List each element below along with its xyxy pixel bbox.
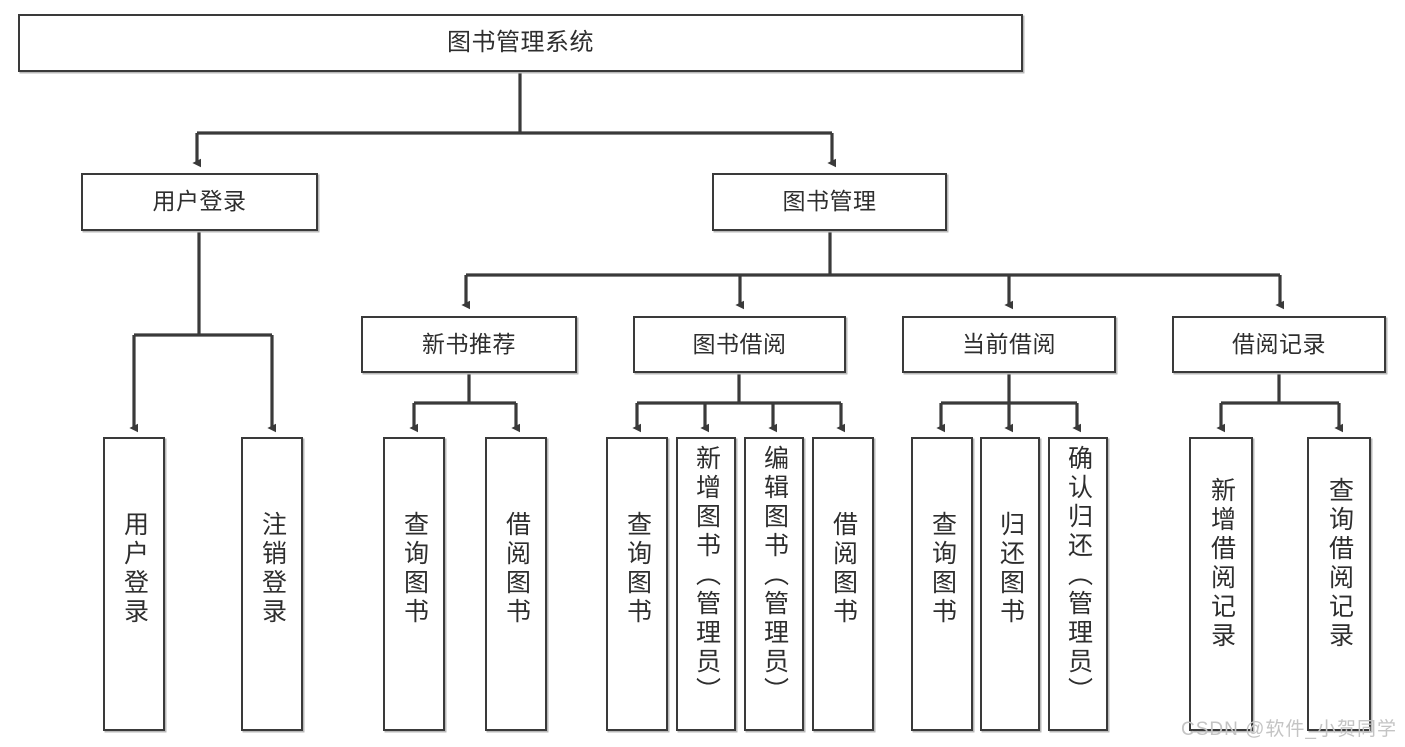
node-label: 查询借阅记录 xyxy=(1325,477,1354,651)
leaf-borrow-book-2[interactable]: 借阅图书 xyxy=(812,437,874,731)
leaf-query-borrow-record[interactable]: 查询借阅记录 xyxy=(1307,437,1371,731)
node-label: 新增借阅记录 xyxy=(1207,477,1236,651)
node-label: 确认归还（管理员） xyxy=(1064,445,1093,706)
node-label: 借阅记录 xyxy=(1232,330,1326,357)
leaf-query-book-1[interactable]: 查询图书 xyxy=(383,437,445,731)
leaf-user-login[interactable]: 用户登录 xyxy=(103,437,165,731)
leaf-add-book-admin[interactable]: 新增图书（管理员） xyxy=(676,437,736,731)
node-label: 新增图书（管理员） xyxy=(692,445,721,706)
node-book-borrow[interactable]: 图书借阅 xyxy=(633,316,846,373)
node-label: 用户登录 xyxy=(152,188,247,215)
node-label: 图书管理系统 xyxy=(447,28,594,56)
node-label: 编辑图书（管理员） xyxy=(760,445,789,706)
node-label: 查询图书 xyxy=(928,511,957,627)
node-label: 当前借阅 xyxy=(962,330,1056,357)
node-current-borrow[interactable]: 当前借阅 xyxy=(902,316,1116,373)
leaf-query-book-2[interactable]: 查询图书 xyxy=(606,437,668,731)
leaf-query-book-3[interactable]: 查询图书 xyxy=(911,437,973,731)
node-book-management[interactable]: 图书管理 xyxy=(712,173,947,231)
leaf-edit-book-admin[interactable]: 编辑图书（管理员） xyxy=(744,437,804,731)
node-label: 用户登录 xyxy=(120,511,149,627)
node-label: 查询图书 xyxy=(400,511,429,627)
node-new-book-recommend[interactable]: 新书推荐 xyxy=(361,316,577,373)
leaf-add-borrow-record[interactable]: 新增借阅记录 xyxy=(1189,437,1253,731)
node-label: 新书推荐 xyxy=(422,330,516,357)
node-label: 借阅图书 xyxy=(502,511,531,627)
node-label: 归还图书 xyxy=(996,511,1025,627)
node-label: 借阅图书 xyxy=(829,511,858,627)
leaf-confirm-return-admin[interactable]: 确认归还（管理员） xyxy=(1048,437,1108,731)
leaf-return-book[interactable]: 归还图书 xyxy=(980,437,1040,731)
node-user-login[interactable]: 用户登录 xyxy=(81,173,318,231)
node-label: 图书借阅 xyxy=(692,330,787,357)
node-label: 注销登录 xyxy=(258,511,287,627)
node-label: 查询图书 xyxy=(623,511,652,627)
leaf-borrow-book-1[interactable]: 借阅图书 xyxy=(485,437,547,731)
leaf-logout-login[interactable]: 注销登录 xyxy=(241,437,303,731)
node-root-system[interactable]: 图书管理系统 xyxy=(18,14,1023,72)
node-label: 图书管理 xyxy=(782,188,877,215)
csdn-watermark: CSDN @软件_小贺同学 xyxy=(1181,719,1397,740)
node-borrow-record[interactable]: 借阅记录 xyxy=(1172,316,1386,373)
